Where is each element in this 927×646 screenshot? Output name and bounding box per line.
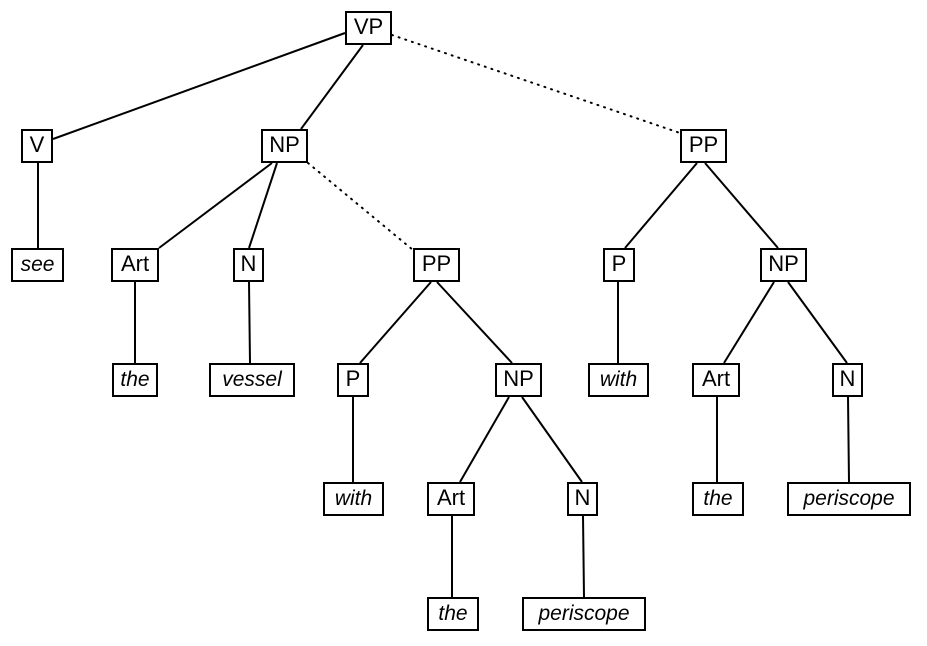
tree-node-label-peri_rt: periscope xyxy=(803,486,895,510)
tree-edge-np_mid-to-n_mid xyxy=(521,396,583,483)
tree-edge-np_mid-to-art_mid xyxy=(459,396,510,483)
tree-node-see: see xyxy=(11,248,64,282)
tree-node-art_rt: Art xyxy=(692,363,740,397)
tree-edge-np_right-to-art_rt xyxy=(723,281,775,364)
tree-node-label-art1: Art xyxy=(120,251,150,276)
tree-node-n1: N xyxy=(233,248,264,282)
tree-edge-vp-to-v xyxy=(52,32,346,140)
tree-node-art1: Art xyxy=(111,248,159,282)
tree-node-p_right: P xyxy=(603,248,635,282)
tree-node-with_mid: with xyxy=(323,482,384,516)
tree-edge-pp_right-to-p_right xyxy=(624,162,698,249)
tree-node-label-vessel: vessel xyxy=(222,367,282,391)
tree-edge-np1-to-art1 xyxy=(158,162,273,249)
tree-node-label-n1: N xyxy=(240,251,257,276)
tree-node-label-np_mid: NP xyxy=(503,366,534,391)
tree-node-label-np1: NP xyxy=(269,132,300,157)
tree-node-label-p_right: P xyxy=(611,251,627,276)
tree-edge-pp_mid-to-np_mid xyxy=(436,281,513,364)
tree-node-np_mid: NP xyxy=(495,363,542,397)
tree-node-label-np_right: NP xyxy=(768,251,799,276)
tree-node-the_mid: the xyxy=(427,597,479,631)
tree-node-n_mid: N xyxy=(567,482,598,516)
tree-node-the1: the xyxy=(112,363,158,397)
tree-node-label-pp_mid: PP xyxy=(421,251,452,276)
tree-edge-n1-to-vessel xyxy=(248,281,251,364)
tree-node-p_mid: P xyxy=(337,363,369,397)
tree-node-label-art_mid: Art xyxy=(436,485,466,510)
tree-node-label-with_mid: with xyxy=(334,486,373,510)
tree-edge-np1-to-pp_mid xyxy=(307,162,414,251)
tree-node-np1: NP xyxy=(261,129,308,163)
tree-node-label-peri_mid: periscope xyxy=(538,601,630,625)
tree-node-label-the1: the xyxy=(120,367,150,391)
tree-node-the_rt: the xyxy=(692,482,744,516)
tree-edge-pp_right-to-np_right xyxy=(704,162,779,249)
tree-edge-pp_mid-to-p_mid xyxy=(359,281,432,364)
tree-node-vp: VP xyxy=(345,11,392,45)
tree-node-np_right: NP xyxy=(760,248,807,282)
tree-node-label-the_mid: the xyxy=(438,601,468,625)
tree-node-label-vp: VP xyxy=(353,14,384,39)
tree-edge-np_right-to-n_rt xyxy=(787,281,848,364)
tree-node-label-art_rt: Art xyxy=(701,366,731,391)
tree-node-label-the_rt: the xyxy=(703,486,733,510)
tree-edge-vp-to-pp_right xyxy=(391,34,681,134)
tree-node-v: V xyxy=(21,129,53,163)
tree-node-art_mid: Art xyxy=(427,482,475,516)
tree-edge-n_rt-to-peri_rt xyxy=(847,396,850,483)
tree-node-label-n_mid: N xyxy=(574,485,591,510)
tree-node-peri_rt: periscope xyxy=(787,482,911,516)
tree-node-label-with_rt: with xyxy=(599,367,638,391)
tree-edge-np1-to-n1 xyxy=(248,162,278,249)
tree-node-label-p_mid: P xyxy=(345,366,361,391)
tree-node-label-see: see xyxy=(20,252,55,276)
tree-node-label-n_rt: N xyxy=(839,366,856,391)
tree-node-peri_mid: periscope xyxy=(522,597,646,631)
tree-edge-n_mid-to-peri_mid xyxy=(582,515,585,598)
tree-node-n_rt: N xyxy=(832,363,863,397)
tree-node-pp_right: PP xyxy=(680,129,727,163)
tree-node-vessel: vessel xyxy=(209,363,295,397)
tree-node-label-v: V xyxy=(29,132,45,157)
tree-node-pp_mid: PP xyxy=(413,248,460,282)
tree-node-label-pp_right: PP xyxy=(688,132,719,157)
tree-node-with_rt: with xyxy=(588,363,649,397)
tree-edge-vp-to-np1 xyxy=(300,44,364,130)
